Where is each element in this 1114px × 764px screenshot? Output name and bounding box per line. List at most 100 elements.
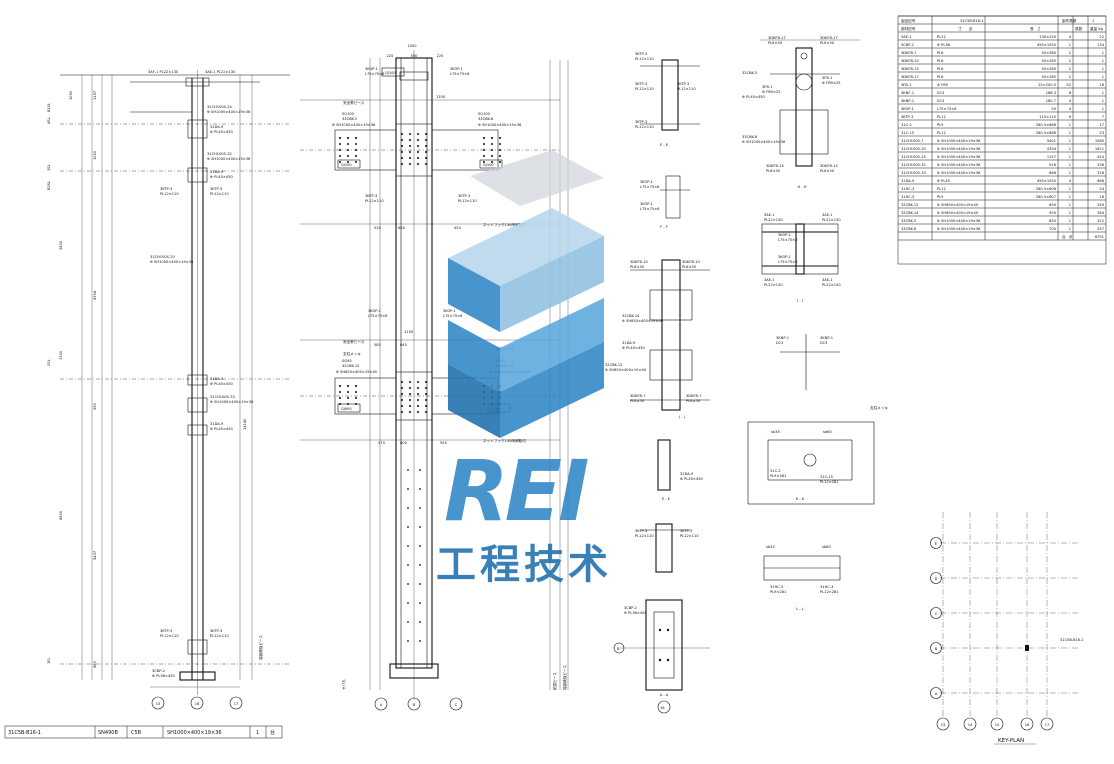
svg-text:B: B (617, 647, 620, 651)
level-mark: 2SL (47, 359, 51, 366)
detail-label-72: PL12×281 (820, 480, 839, 484)
detail-label-32: 32CBK-14 (622, 314, 640, 318)
detail-label-39: PL6×50 (630, 399, 645, 403)
dimension-total: 14140 (243, 418, 247, 430)
detail-label-35: ⊕ PL45×450 (622, 346, 645, 350)
bolt (339, 391, 341, 393)
grid-bubble-label: C (455, 703, 458, 707)
section-caption: J - J (678, 415, 685, 419)
bolt (425, 393, 427, 395)
key-plan-col-label: 17 (1045, 723, 1050, 727)
bolt (499, 137, 501, 139)
table-cell-length: 950 (1049, 211, 1057, 215)
bolt (425, 157, 427, 159)
detail-label-21: PL6×50 (766, 169, 781, 173)
table-cell-qty: 1 (1069, 227, 1071, 231)
bolt (355, 391, 357, 393)
table-cell-size: ⊕ SH1000×400×19×36 (937, 171, 981, 175)
stud (407, 640, 409, 642)
center-label-10: ⊕ SH1000×400×19×36 (478, 123, 522, 127)
table-cell-size: ⊕ SH1000×400×19×36 (937, 227, 981, 231)
detail-label-20: 3DKFB-15 (766, 164, 784, 168)
detail-label-5: PL12×110 (677, 87, 696, 91)
table-cell-length: 50×260 (1042, 67, 1057, 71)
table-cell-weight: 1611 (1095, 147, 1104, 151)
table-header2-cell: 寸 法 (958, 26, 973, 31)
table-cell-mark: 31C-15 (901, 131, 914, 135)
table-header2-cell: 重量 Kg (1090, 26, 1103, 31)
center-label-9: 33CBK-6 (478, 117, 494, 121)
table-cell-weight: 18 (1099, 195, 1104, 199)
detail-label-36: 32CBK-12 (605, 363, 622, 367)
table-cell-size: PL6 (937, 67, 944, 71)
stud (407, 526, 409, 528)
bolt (355, 137, 357, 139)
bolt (409, 163, 411, 165)
title-quantity: 1 (256, 730, 259, 736)
table-cell-qty: 4 (1069, 35, 1072, 39)
left-label-8: 31DA-9 (210, 170, 224, 174)
left-label-10: 3KTP-3 (160, 187, 172, 191)
bolt (425, 163, 427, 165)
bolt (425, 405, 427, 407)
table-cell-mark: 31DA-9 (901, 179, 915, 183)
table-cell-weight: 1 (1102, 91, 1104, 95)
table-total-label: 合 計 (1062, 234, 1073, 239)
grid-bubble-label: 15 (156, 702, 161, 706)
detail-label-31: PL6×50 (682, 265, 697, 269)
table-cell-size: ⊕ PL45 (937, 179, 950, 183)
title-code: C5B (131, 730, 142, 736)
bolt (417, 151, 419, 153)
table-cell-mark: 32CBK-12 (901, 203, 918, 207)
table-cell-weight: 312 (1097, 219, 1104, 223)
table-cell-qty: 6 (1069, 115, 1072, 119)
table-cell-qty: 2 (1069, 75, 1071, 79)
left-label-21: ⊕ PL45×450 (210, 427, 233, 431)
table-cell-mark: 33CBK-6 (901, 227, 917, 231)
detail-label-64: 3KNP-1 (820, 336, 833, 340)
center-label-2: 3KOP-1 (450, 67, 463, 71)
dimension-value: 1157 (93, 91, 97, 100)
detail-label-60: 3AE-1 (822, 278, 833, 282)
left-label-17: ⊕ PL45×450 (210, 382, 233, 386)
bolt (417, 163, 419, 165)
level-mark: 4SL (47, 117, 51, 124)
table-cell-size: PL9 (937, 195, 944, 199)
table-cell-length: 110×110 (1039, 115, 1056, 119)
table-cell-mark: 3DKFB-7 (901, 51, 917, 55)
dimension-value: 1300 (59, 350, 63, 360)
section-caption: E - E (662, 497, 671, 501)
table-cell-size: ⊕ SH850×400×19×40 (937, 211, 979, 215)
bolt (347, 149, 349, 151)
bolt (409, 133, 411, 135)
key-plan-row-label: A (935, 692, 938, 696)
left-label-2: 31CH100S-24 (207, 105, 233, 109)
svg-text:セパ孔: セパ孔 (341, 679, 346, 690)
section-caption: K - K (796, 497, 805, 501)
detail-label-18: 33CBK-6 (742, 135, 758, 139)
key-plan-col-bubble (1020, 717, 1034, 731)
level-mark: B1SL (47, 103, 51, 112)
mid-dimension: 550 (440, 441, 448, 445)
table-cell-mark: 3KNF-1 (901, 91, 914, 95)
left-label-19: ⊕ SH1000×400×19×36 (210, 400, 254, 404)
detail-label-51: PL22×130 (764, 218, 783, 222)
table-cell-qty: 2 (1069, 59, 1071, 63)
table-cell-mark: 3DKFB-15 (901, 67, 919, 71)
detail-label-3: PL12×110 (635, 87, 654, 91)
bolt (355, 397, 357, 399)
bolt (409, 393, 411, 395)
bolt (339, 143, 341, 145)
center-label-15: ネットフック130両側取付 (483, 222, 526, 227)
detail-label-33: ⊕ SH850×400×19×40 (622, 319, 664, 323)
bolt (425, 399, 427, 401)
table-cell-mark: 31CH100S-7 (901, 139, 924, 143)
table-cell-length: 650 (1049, 203, 1057, 207)
center-label-7: ⊕ SH1000×400×19×36 (332, 123, 376, 127)
table-cell-length: 5401 (1047, 139, 1056, 143)
section-caption: L - L (796, 607, 804, 611)
title-section: SH1000×400×19×36 (167, 730, 222, 736)
